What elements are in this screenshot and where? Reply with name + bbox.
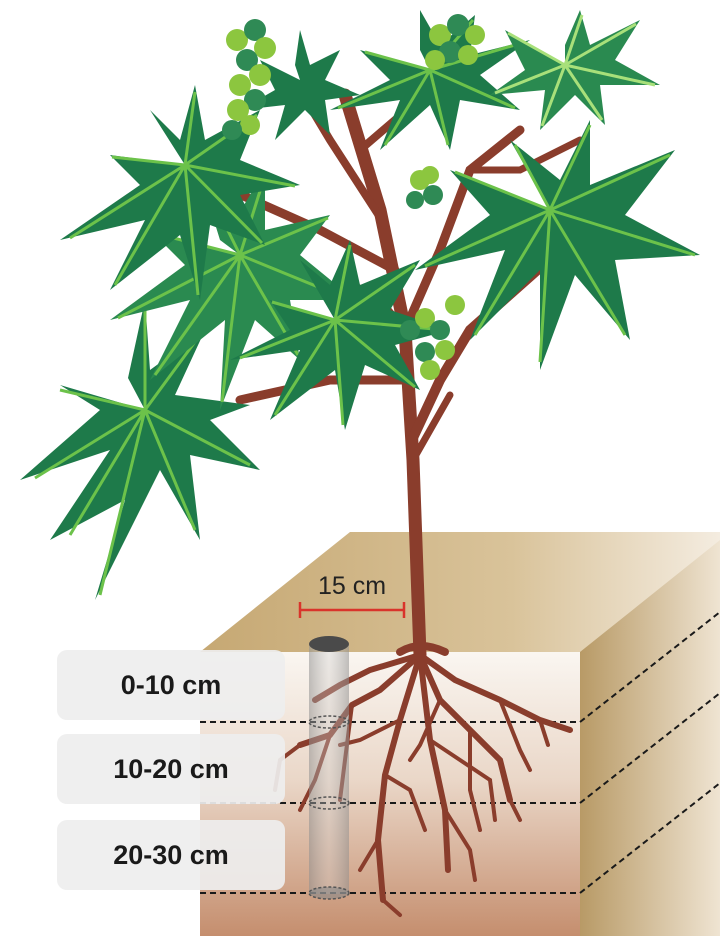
leaf xyxy=(490,10,660,130)
depth-label-10-20: 10-20 cm xyxy=(57,734,285,804)
fruit-cluster xyxy=(406,166,443,209)
leaves xyxy=(20,10,700,600)
leaf xyxy=(415,120,700,370)
soil-core-sampler xyxy=(309,636,349,899)
spacing-label: 15 cm xyxy=(318,572,386,601)
fruit-cluster xyxy=(222,19,276,140)
depth-label-0-10: 0-10 cm xyxy=(57,650,285,720)
depth-label-20-30: 20-30 cm xyxy=(57,820,285,890)
